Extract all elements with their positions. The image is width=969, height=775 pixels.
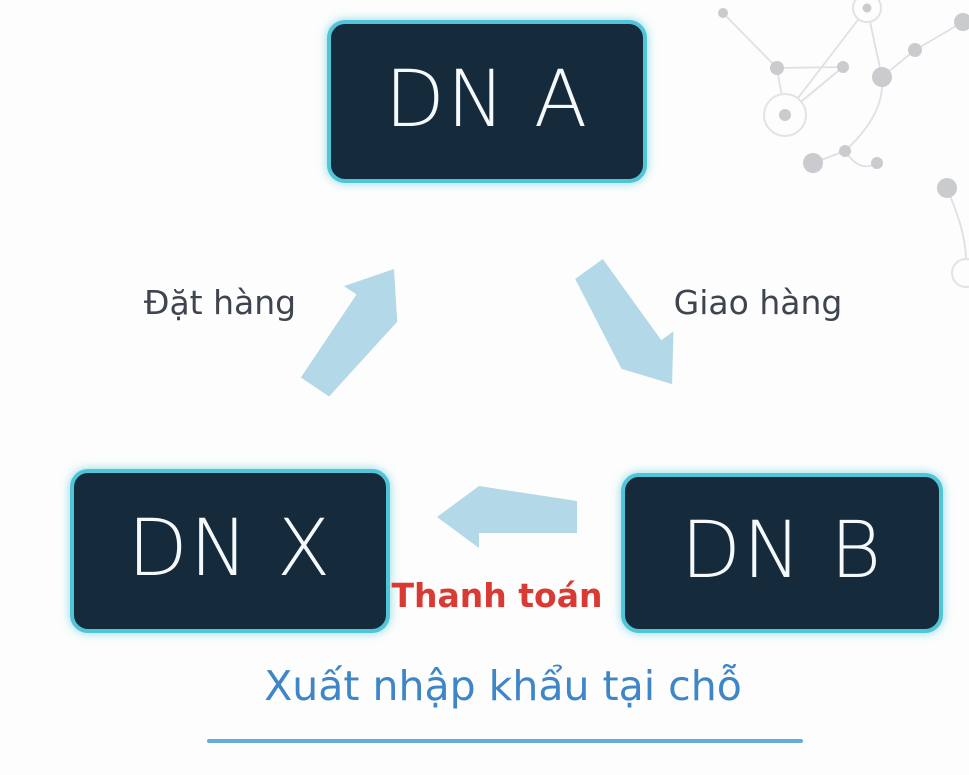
order-arrow-icon — [300, 269, 398, 397]
caption-underline — [207, 739, 803, 743]
order-edge-label: Đặt hàng — [143, 283, 297, 322]
node-dn-b-label: DN B — [680, 506, 884, 596]
delivery-edge-label: Giao hàng — [673, 283, 843, 322]
molecule-network-icon — [718, 0, 969, 288]
node-dn-x-label: DN X — [127, 504, 333, 594]
delivery-arrow-icon — [575, 259, 674, 385]
payment-arrow-icon — [437, 486, 577, 548]
diagram-caption: Xuất nhập khẩu tại chỗ — [264, 662, 742, 710]
node-dn-a-label: DN A — [384, 54, 590, 145]
node-dn-a: DN A — [327, 20, 647, 183]
payment-edge-label: Thanh toán — [391, 576, 603, 615]
node-dn-x: DN X — [70, 469, 390, 633]
node-dn-b: DN B — [621, 473, 943, 633]
